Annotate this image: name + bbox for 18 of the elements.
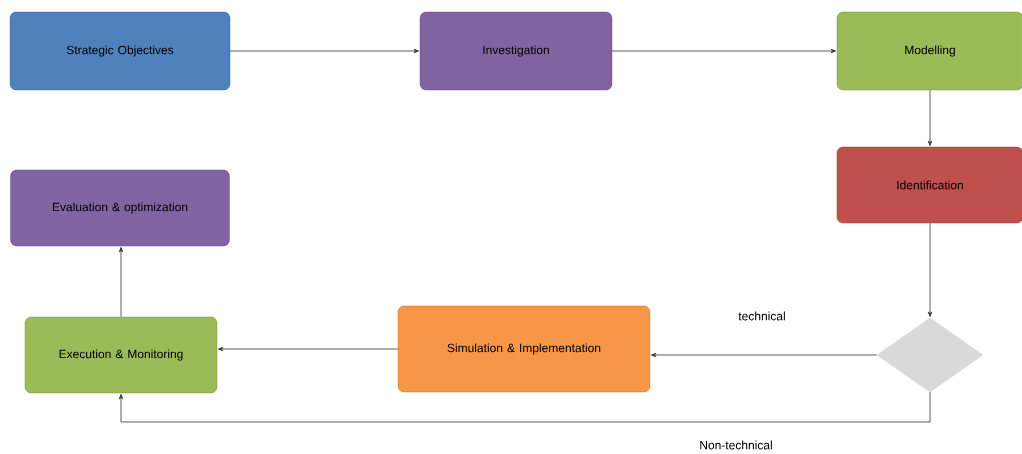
process-box: Strategic Objectives xyxy=(9,11,231,91)
arrow xyxy=(927,89,933,147)
process-box: Modelling xyxy=(836,11,1022,91)
arrow xyxy=(229,48,420,54)
process-box: Execution & Monitoring xyxy=(24,316,218,394)
process-box: Simulation & Implementation xyxy=(397,305,651,393)
arrow xyxy=(118,246,124,318)
arrow xyxy=(650,352,878,358)
decision-diamond xyxy=(876,317,984,393)
process-box: Investigation xyxy=(419,11,613,91)
process-box: Identification xyxy=(836,146,1022,224)
arrow xyxy=(118,391,931,423)
arrow xyxy=(217,346,399,352)
edge-label: Non-technical xyxy=(700,440,772,450)
edge-label: technical xyxy=(738,311,785,321)
arrow xyxy=(927,222,933,318)
process-box: Evaluation & optimization xyxy=(10,169,230,247)
arrow xyxy=(611,48,837,54)
